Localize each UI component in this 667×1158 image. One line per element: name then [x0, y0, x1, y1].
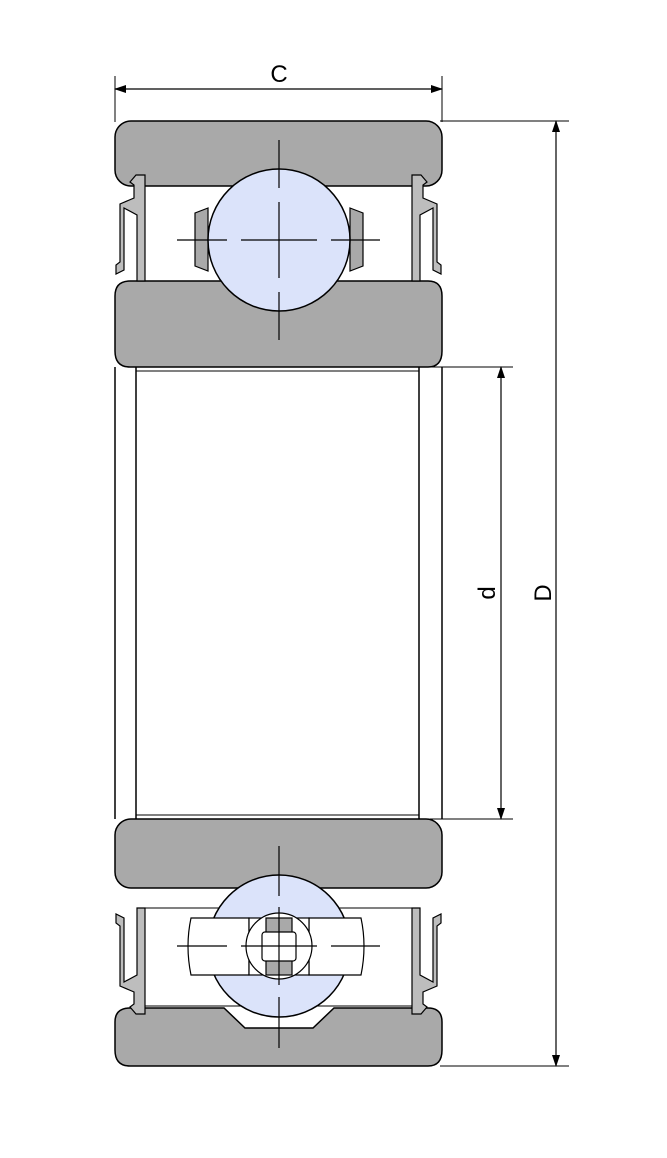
- dimension-D-label: D: [530, 584, 557, 601]
- dimension-D: D: [440, 120, 569, 1067]
- ball-top: [177, 140, 380, 340]
- dimension-c-label: C: [270, 61, 287, 88]
- dimension-d: d: [430, 366, 513, 820]
- ball-bottom: [177, 846, 380, 1048]
- seal-bottom-right: [411, 907, 442, 1015]
- dimension-c: C: [114, 61, 443, 122]
- seal-bottom-left: [115, 907, 146, 1015]
- seal-top-right: [411, 174, 442, 282]
- dimension-d-label: d: [474, 586, 501, 599]
- bore-section: [114, 367, 443, 819]
- seal-top-left: [115, 174, 146, 282]
